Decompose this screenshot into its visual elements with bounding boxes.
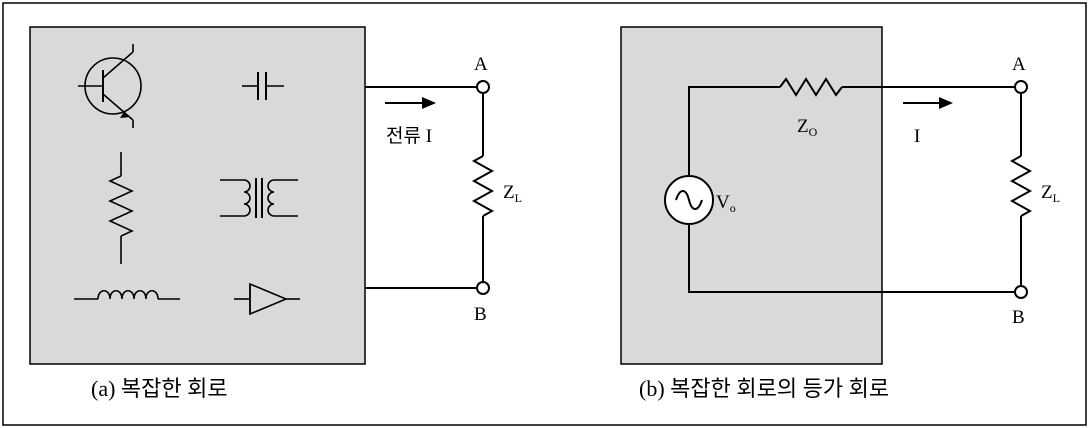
panel-complex-circuit: A B 전류 I ZL (a) 복잡한 회로 xyxy=(29,26,522,401)
node-b-label: B xyxy=(474,304,487,325)
load-label-sub: L xyxy=(515,191,522,205)
node-a-label: A xyxy=(474,54,488,75)
source-voltage-main: V xyxy=(716,192,730,213)
resistor-icon xyxy=(108,152,134,264)
terminal-b-icon xyxy=(476,281,490,295)
current-arrow-icon-right xyxy=(903,97,953,109)
series-resistor-icon xyxy=(779,77,843,97)
terminal-a-icon xyxy=(476,80,490,94)
current-label: 전류 I xyxy=(386,125,432,147)
load-label: ZL xyxy=(503,182,522,205)
load-label-right-sub: L xyxy=(1053,191,1060,205)
capacitor-icon xyxy=(242,72,284,100)
current-arrow-icon xyxy=(385,97,436,109)
terminal-a-icon-right xyxy=(1014,80,1028,94)
panel-equivalent-circuit: A B I ZO Vo ZL (b) 복잡한 회로의 등가 회로 xyxy=(620,26,1060,401)
inductor-icon xyxy=(74,289,180,300)
series-impedance-label: ZO xyxy=(797,116,818,139)
terminal-b-icon-right xyxy=(1014,285,1028,299)
series-impedance-main: Z xyxy=(797,116,809,137)
node-b-label-right: B xyxy=(1012,307,1025,328)
caption-left: (a) 복잡한 회로 xyxy=(91,376,228,401)
load-label-right-main: Z xyxy=(1041,182,1053,203)
load-label-main: Z xyxy=(503,182,515,203)
equivalent-circuit-box xyxy=(620,26,883,365)
amplifier-icon xyxy=(234,282,300,316)
transistor-icon xyxy=(78,44,142,128)
transformer-icon xyxy=(220,178,298,218)
series-impedance-sub: O xyxy=(809,125,818,139)
node-a-label-right: A xyxy=(1012,54,1026,75)
caption-right: (b) 복잡한 회로의 등가 회로 xyxy=(639,376,889,401)
ac-source-icon xyxy=(664,175,714,225)
load-resistor-icon-right xyxy=(1009,155,1033,217)
load-resistor-icon xyxy=(471,155,495,217)
current-label-right: I xyxy=(914,126,920,147)
load-label-right: ZL xyxy=(1041,182,1060,205)
source-voltage-label: Vo xyxy=(716,192,736,215)
complex-circuit-box xyxy=(29,26,366,365)
source-voltage-sub: o xyxy=(730,201,736,215)
